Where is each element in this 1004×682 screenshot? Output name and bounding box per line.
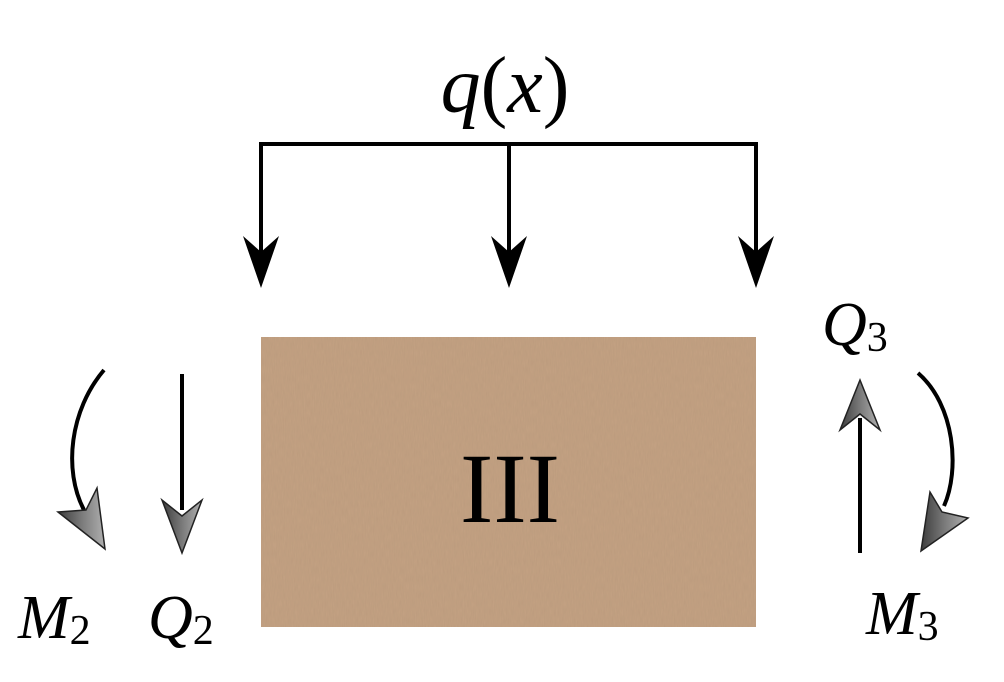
- segment-label: III: [460, 433, 560, 544]
- right-moment-symbol: M: [865, 580, 921, 648]
- right-shear-label: Q3: [822, 291, 888, 361]
- load-label: q(x): [441, 42, 570, 130]
- right-shear-subscript: 3: [867, 315, 888, 361]
- load-arrowhead-center: [491, 236, 527, 288]
- right-shear-arrowhead: [838, 377, 882, 433]
- right-shear: Q3: [822, 291, 888, 553]
- beam-segment: III: [261, 337, 756, 627]
- left-shear-symbol: Q: [148, 584, 193, 652]
- right-shear-symbol: Q: [822, 291, 867, 359]
- beam-segment-block: [261, 337, 756, 627]
- left-moment-symbol: M: [17, 584, 73, 652]
- load-variable: x: [506, 42, 543, 130]
- distributed-load: q(x): [243, 42, 774, 288]
- right-moment-arrowhead: [919, 489, 970, 553]
- distributed-load-arrows-icon: [259, 142, 758, 252]
- load-open-paren: (: [481, 42, 508, 130]
- curved-arrow-icon: [916, 371, 955, 507]
- right-moment-subscript: 3: [918, 604, 939, 650]
- right-moment: M3: [865, 371, 970, 650]
- curved-arrow-icon: [70, 368, 106, 511]
- left-moment-subscript: 2: [70, 608, 91, 654]
- left-moment-arrowhead: [56, 485, 106, 551]
- left-shear: Q2: [148, 374, 214, 654]
- load-close-paren: ): [543, 42, 570, 130]
- load-arrowhead-right: [738, 236, 774, 288]
- right-moment-label: M3: [865, 580, 939, 650]
- left-shear-label: Q2: [148, 584, 214, 654]
- left-moment: M2: [17, 368, 106, 654]
- left-moment-label: M2: [17, 584, 91, 654]
- left-shear-arrowhead: [160, 497, 204, 556]
- load-arrowhead-left: [243, 236, 279, 288]
- left-shear-subscript: 2: [193, 608, 214, 654]
- load-symbol: q: [441, 42, 481, 130]
